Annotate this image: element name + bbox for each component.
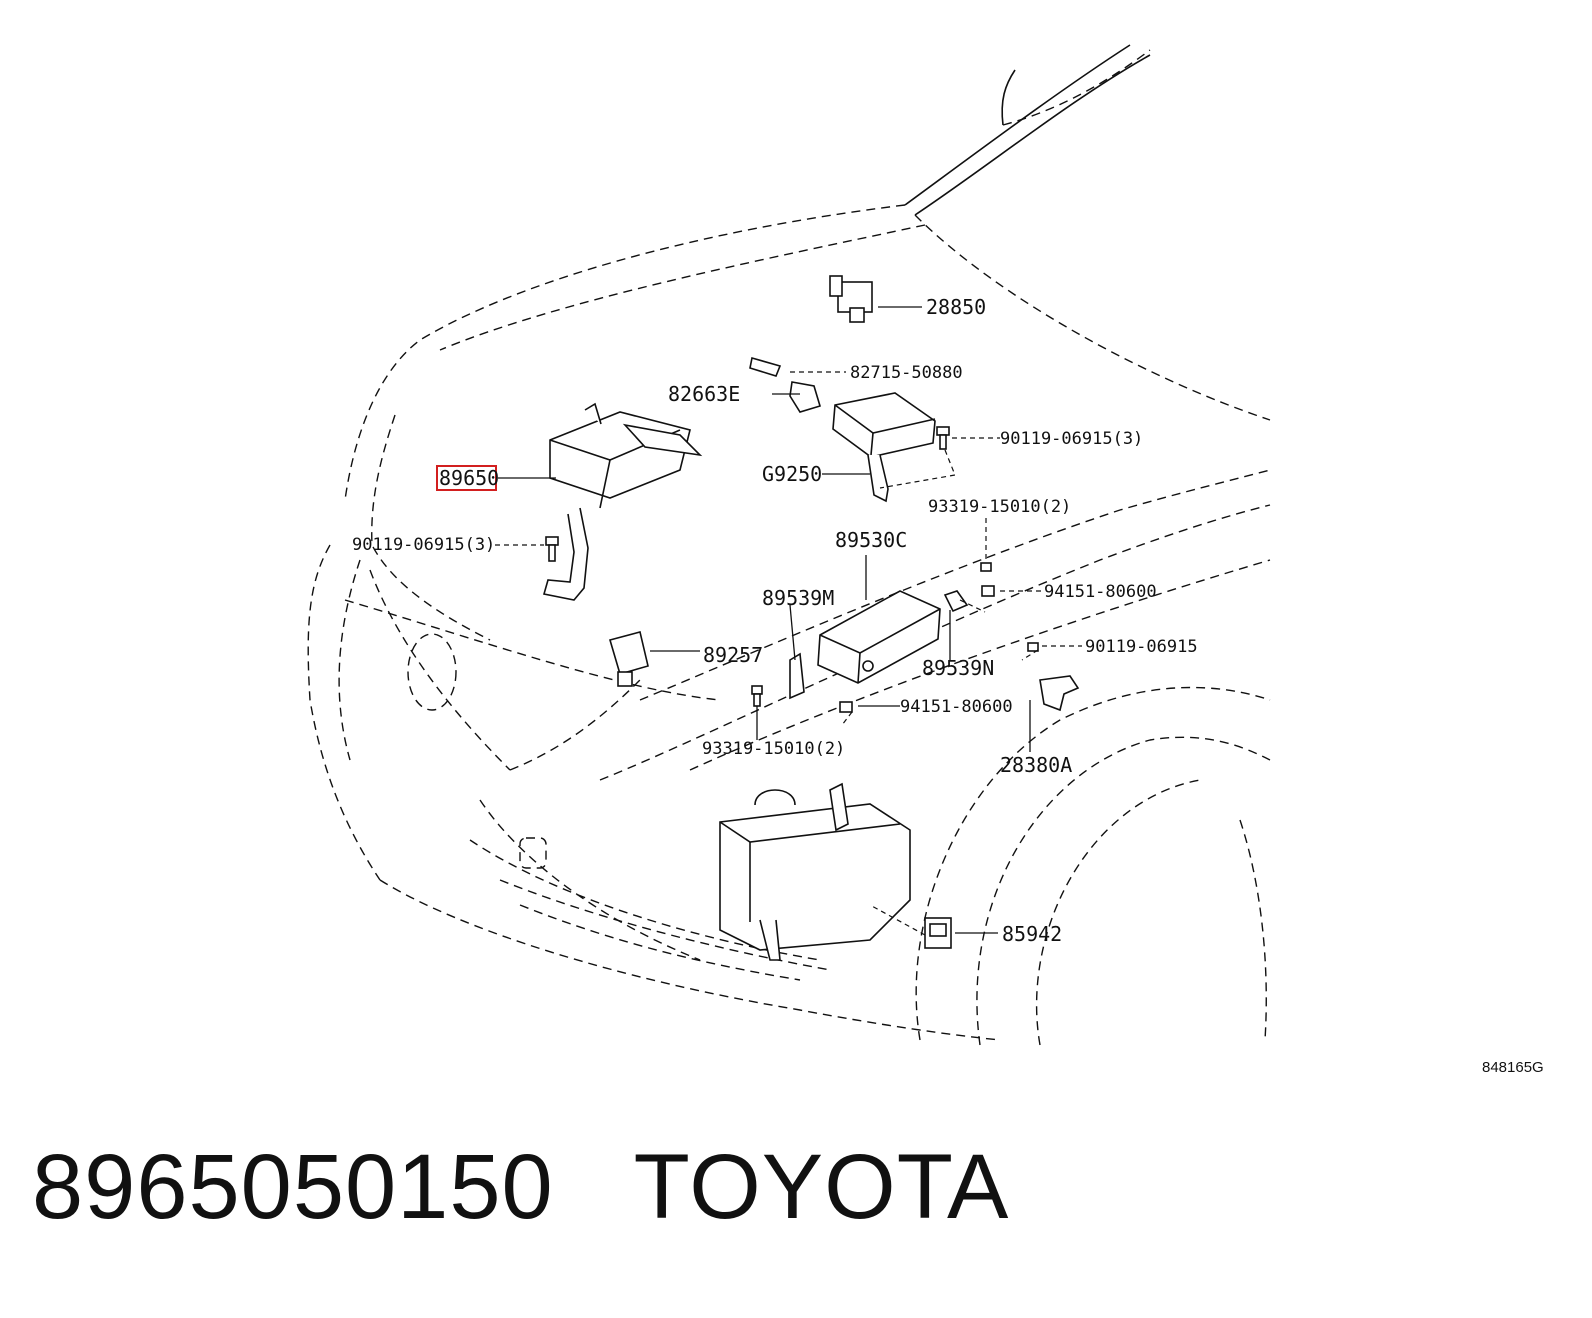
label-28850: 28850: [926, 295, 986, 319]
label-94151-right: 94151-80600: [1044, 582, 1157, 602]
label-85942: 85942: [1002, 922, 1062, 946]
part-85942-connector: [924, 917, 952, 949]
part-89530c-ecu: [817, 590, 941, 684]
part-g9250-module: [832, 392, 936, 503]
part-labels: 28850 82715-50880 82663E 90119-06915(3) …: [352, 295, 1544, 1076]
highlight-box-89650: [436, 465, 497, 491]
part-94151-nut-right: [981, 585, 995, 597]
label-89530c: 89530C: [835, 528, 907, 552]
part-number: 8965050150: [32, 1136, 554, 1238]
part-washer-tank: [719, 782, 911, 961]
label-82715-50880: 82715-50880: [850, 363, 963, 383]
part-93319-bolt-top: [980, 562, 992, 572]
part-93319-bolt-bottom: [751, 685, 763, 707]
part-82663e-clamp: [789, 381, 821, 413]
part-28380a-sensor: [1039, 675, 1080, 712]
part-89539n-bracket: [943, 590, 969, 613]
label-89539n: 89539N: [922, 656, 994, 680]
label-94151-mid: 94151-80600: [900, 697, 1013, 717]
part-89257-sensor: [609, 631, 649, 687]
leader-lines: [495, 306, 1082, 936]
part-bolt-left: [545, 536, 559, 562]
label-93319-top: 93319-15010(2): [928, 497, 1071, 517]
drawing-code: 848165G: [1482, 1059, 1544, 1076]
part-94151-nut-mid: [839, 701, 853, 713]
part-28850-relay: [829, 275, 873, 323]
label-90119-single: 90119-06915: [1085, 637, 1198, 657]
part-89650-module: [542, 402, 703, 601]
part-89539m-bracket: [789, 652, 805, 700]
part-82715-clip: [749, 356, 782, 377]
label-90119-left: 90119-06915(3): [352, 535, 495, 555]
label-93319-bottom: 93319-15010(2): [702, 739, 845, 759]
label-89257: 89257: [703, 643, 763, 667]
label-89650: 89650: [439, 466, 499, 490]
label-89539m: 89539M: [762, 586, 834, 610]
brand-name: TOYOTA: [633, 1136, 1010, 1238]
label-82663e: 82663E: [668, 382, 740, 406]
footer-caption: 8965050150 TOYOTA: [32, 1135, 1009, 1240]
part-bolt-top-right: [936, 426, 950, 450]
label-g9250: G9250: [762, 462, 822, 486]
part-bolt-single: [1027, 642, 1039, 652]
label-90119-top: 90119-06915(3): [1000, 429, 1143, 449]
label-28380a: 28380A: [1000, 753, 1072, 777]
